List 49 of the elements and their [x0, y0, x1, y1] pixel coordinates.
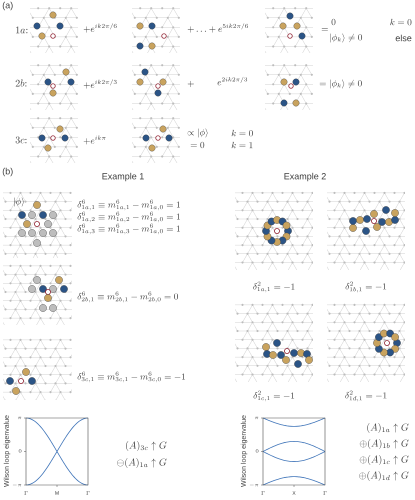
- tick-label: $-\pi$: [12, 484, 22, 486]
- tick-label: $\Gamma$: [86, 491, 90, 495]
- equation: $+e^{ik2\pi/6}$: [84, 23, 117, 33]
- equation: $e^{2ik2\pi/3}$: [218, 76, 248, 86]
- state-label: $|\phi\rangle$: [14, 198, 24, 206]
- equation: $\delta^6_{2b,1}\equiv m^6_{2b,1}-m^6_{2b,0}=0$: [78, 292, 178, 302]
- equation: $\delta^6_{1a,3}\equiv m^6_{1a,3}-m^6_{1a,0}=1$: [78, 224, 180, 234]
- equation: $=$: [322, 28, 328, 31]
- equation: $\ominus(A)_{1a}\uparrow G$: [117, 458, 167, 468]
- equation: $k=0$: [232, 130, 253, 136]
- tick-label: $-\pi$: [250, 484, 258, 486]
- row-label: $2b{:}$: [16, 80, 26, 87]
- panel-label: (a): [2, 2, 13, 10]
- equation: $\delta^6_{1a,1}\equiv m^6_{1a,1}-m^6_{1a,0}=1$: [78, 200, 180, 210]
- equation: $(A)_{1a}\uparrow G$: [367, 423, 409, 434]
- equation: $\propto|\phi\rangle$: [188, 128, 208, 138]
- equation: $\oplus(A)_{1d}\uparrow G$: [359, 471, 409, 482]
- equation: $+e^{ik2\pi/3}$: [84, 79, 117, 89]
- tick-label: $\Gamma$: [24, 491, 28, 495]
- tick-label: $\Gamma$: [261, 491, 265, 495]
- equation: $k=0$: [390, 18, 412, 26]
- tick-label: $\Gamma$: [323, 491, 327, 495]
- equation: $\delta^6_{3c,1}\equiv m^6_{3c,1}-m^6_{3c,0}=-1$: [78, 372, 186, 382]
- condition-label: else: [396, 34, 412, 42]
- equation: $+\ldots+e^{5ik2\pi/6}$: [188, 23, 248, 33]
- equation: $0$: [332, 18, 336, 26]
- equation: $k=1$: [232, 142, 252, 148]
- equation: $\oplus(A)_{1c}\uparrow G$: [360, 455, 409, 466]
- equation: $=|\phi_k\rangle\not=0$: [320, 80, 362, 88]
- equation: $|\phi_k\rangle\not=0$: [330, 34, 362, 42]
- tick-label: $\pi$: [254, 416, 258, 420]
- row-label: $1a{:}$: [16, 26, 28, 34]
- heading: Example 1: [102, 172, 144, 182]
- equation: $\delta^2_{1b,1}=-1$: [346, 282, 386, 292]
- equation: $\oplus(A)_{1b}\uparrow G$: [360, 439, 409, 450]
- tick-label: $0$: [18, 449, 22, 453]
- equation: $\delta^2_{1a,1}=-1$: [253, 282, 294, 292]
- heading: Example 2: [284, 172, 326, 182]
- equation: $\delta^2_{1c,1}=-1$: [254, 390, 294, 402]
- equation: $+$: [188, 80, 194, 88]
- equation: $\delta^6_{1a,2}\equiv m^6_{1a,2}-m^6_{1a,0}=1$: [78, 212, 180, 222]
- panel-label: (b): [2, 168, 13, 176]
- equation: $(A)_{3c}\uparrow G$: [126, 441, 167, 452]
- equation: $=0$: [190, 142, 204, 148]
- row-label: $3c{:}$: [16, 136, 26, 144]
- equation: $\delta^2_{1d,1}=-1$: [345, 390, 386, 402]
- tick-label: $0$: [256, 449, 258, 453]
- tick-label: $\pi$: [18, 416, 22, 420]
- equation: $+e^{ik\pi}$: [84, 136, 106, 144]
